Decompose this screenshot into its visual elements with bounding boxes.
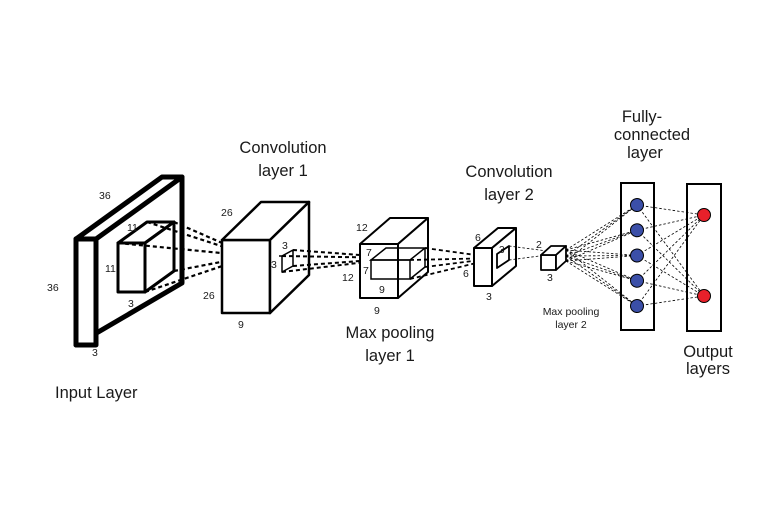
connection-line	[565, 255, 638, 257]
pool2-depth-label: 3	[547, 272, 553, 284]
pool1-height-label: 12	[342, 272, 354, 284]
kernel2-width-label: 3	[282, 240, 288, 252]
fc-nodes	[630, 198, 644, 313]
kernel3-size-label: 3	[499, 245, 505, 256]
connection-line	[565, 249, 638, 256]
kernel2-height-label: 3	[271, 259, 277, 271]
connection-line	[565, 260, 638, 307]
connection-line	[636, 255, 705, 297]
connection-line	[636, 214, 705, 256]
output-layer-box	[686, 183, 722, 332]
fc-node	[630, 198, 644, 212]
fc-node	[630, 248, 644, 263]
pool1-label-line2: layer 1	[365, 347, 415, 365]
connection-line	[565, 229, 638, 257]
conv2-height-label: 6	[463, 268, 469, 280]
input-width-label: 36	[99, 190, 111, 202]
pool2-label-line1: Max pooling	[543, 306, 600, 318]
connection-line	[636, 204, 705, 216]
conv2-depth-label: 3	[486, 291, 492, 303]
conv1-height-label: 26	[203, 290, 215, 302]
connection-line	[636, 295, 705, 307]
pool1-width-label: 12	[356, 222, 368, 234]
fc-node	[630, 223, 644, 238]
connection-line	[565, 255, 638, 262]
conv1-label-line1: Convolution	[239, 139, 326, 157]
input-layer-label: Input Layer	[55, 384, 138, 402]
conv1-block	[220, 200, 311, 315]
connection-line	[636, 229, 705, 297]
conv2-width-label: 6	[475, 232, 481, 244]
connection-line	[636, 214, 705, 231]
input-depth-label: 3	[92, 347, 98, 359]
pool1-block	[359, 217, 429, 299]
connection-line	[565, 204, 638, 251]
pool1-kernel-height-label: 7	[363, 265, 369, 277]
conv1-width-label: 26	[221, 207, 233, 219]
connection-line	[565, 204, 638, 257]
pool2-block	[540, 245, 567, 271]
connection-line	[636, 214, 705, 307]
kernel1-width-label: 11	[127, 222, 138, 234]
connection-line	[565, 255, 638, 307]
pool1-depth-label: 9	[374, 305, 380, 317]
connection-line	[565, 204, 638, 262]
fc-label-line3: layer	[627, 144, 663, 162]
fc-to-output-connections	[636, 204, 705, 307]
connection-line	[565, 249, 638, 307]
connection-line	[565, 249, 638, 282]
connection-line	[565, 260, 638, 282]
fc-node	[630, 273, 644, 288]
input-height-label: 36	[47, 282, 59, 294]
kernel1-depth-label: 3	[128, 298, 134, 310]
connection-line	[636, 204, 705, 297]
output-node	[697, 208, 711, 222]
connection-line	[565, 255, 638, 282]
kernel1-height-label: 11	[105, 263, 116, 275]
pool1-kernel-width-label: 7	[366, 247, 372, 259]
fc-label-line1: Fully-	[622, 108, 662, 126]
output-nodes	[697, 208, 711, 303]
pool2-height-label: 2	[536, 239, 542, 251]
connection-line	[565, 229, 638, 251]
pool2-label-line2: layer 2	[555, 319, 587, 331]
connection-line	[636, 280, 705, 297]
conv1-label-line2: layer 1	[258, 162, 308, 180]
fc-label-line2: connected	[614, 126, 690, 144]
conv2-label-line1: Convolution	[465, 163, 552, 181]
fc-node	[630, 299, 644, 313]
output-node	[697, 289, 711, 303]
conv2-label-line2: layer 2	[484, 186, 534, 204]
connection-line	[565, 229, 638, 262]
conv1-depth-label: 9	[238, 319, 244, 331]
output-label-line2: layers	[686, 360, 730, 378]
output-label-line1: Output	[683, 343, 733, 361]
pool2-to-fc-connections	[565, 204, 638, 307]
pool1-kernel-depth-label: 9	[379, 284, 385, 296]
pool1-label-line1: Max pooling	[346, 324, 435, 342]
connection-line	[636, 214, 705, 282]
